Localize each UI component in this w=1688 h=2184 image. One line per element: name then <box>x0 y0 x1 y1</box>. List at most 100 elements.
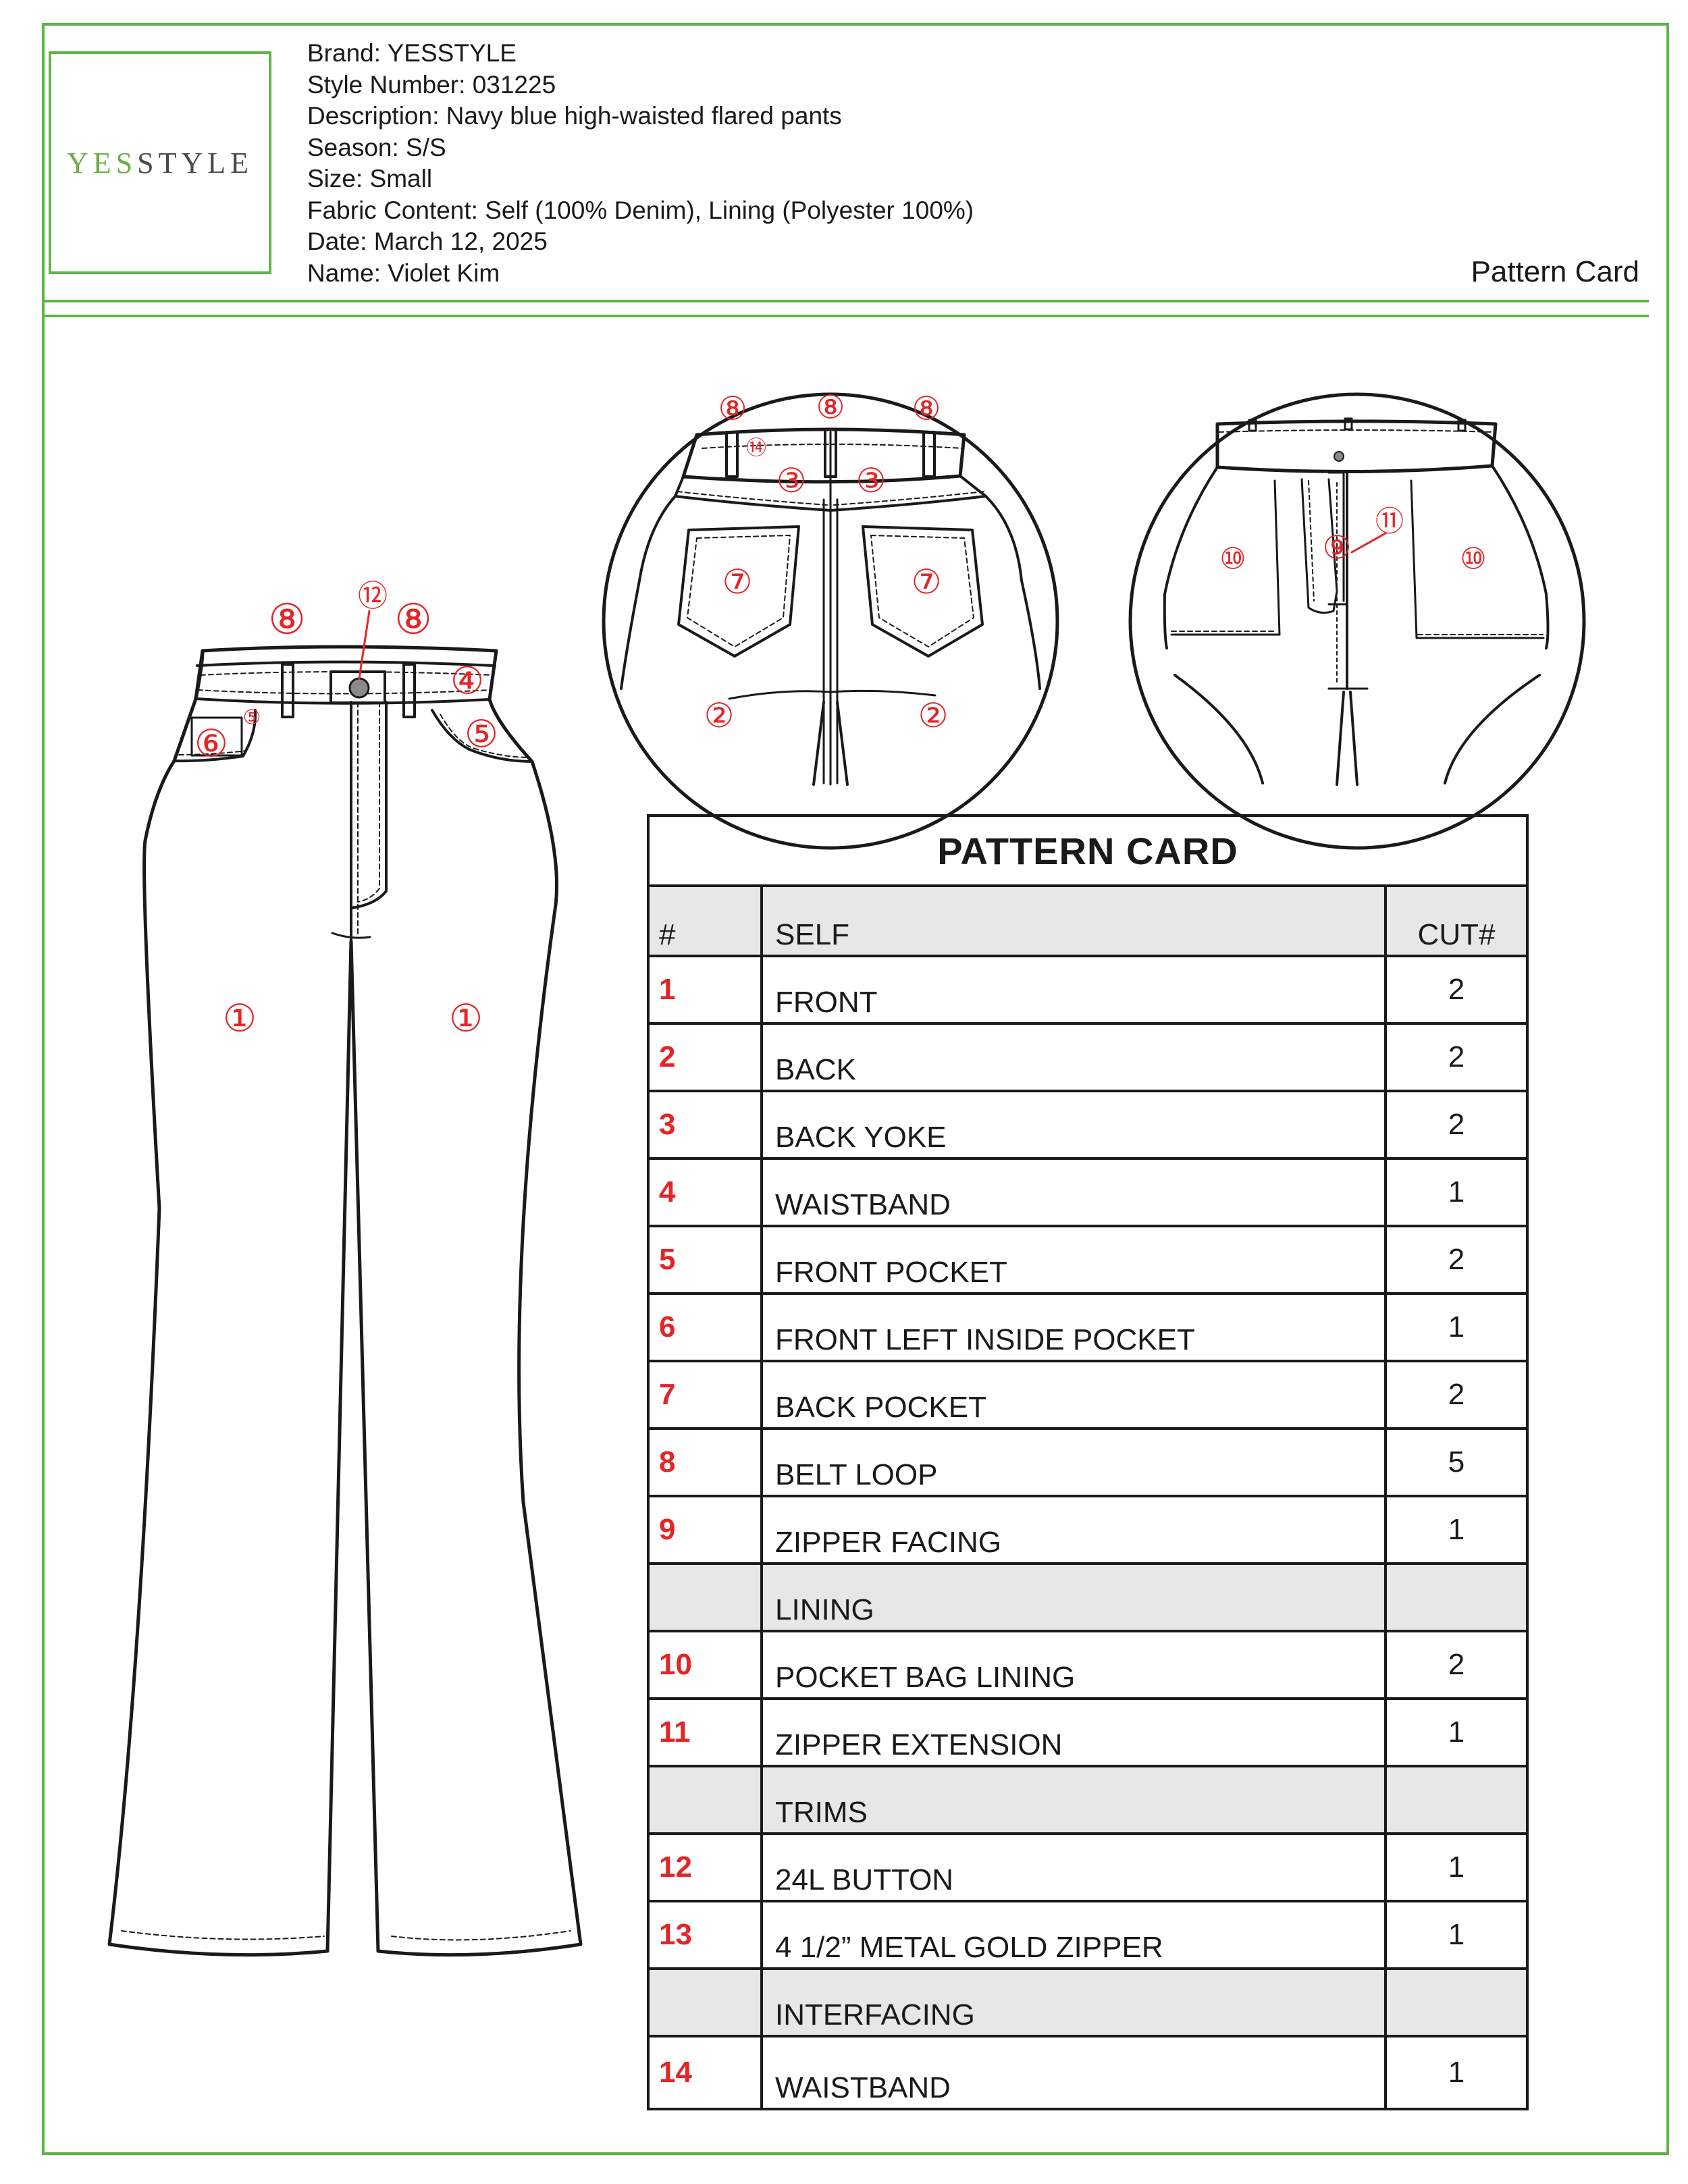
row-cut: 2 <box>1384 1360 1529 1430</box>
callout-inside-pocket: ⑥ <box>194 722 228 765</box>
row-cut: 2 <box>1384 955 1529 1025</box>
row-number: 9 <box>647 1495 763 1565</box>
row-cut: 1 <box>1384 1832 1529 1902</box>
row-name: WAISTBAND <box>760 2035 1387 2110</box>
row-cut: 1 <box>1384 1697 1529 1767</box>
row-number: 3 <box>647 1090 763 1160</box>
callout-front-pocket-small: ⑤ <box>243 707 261 729</box>
section-trims: TRIMS <box>647 1765 1529 1835</box>
callout-back-pocket-right: ⑦ <box>912 563 942 601</box>
row-name: WAISTBAND <box>760 1157 1387 1227</box>
callout-belt-loop-right: ⑧ <box>394 597 432 643</box>
size-line: Size: Small <box>307 165 433 192</box>
row-number: 11 <box>647 1697 763 1767</box>
row-name: INTERFACING <box>760 1967 1387 2037</box>
row-cut: 1 <box>1384 1900 1529 1970</box>
row-cut: 5 <box>1384 1427 1529 1497</box>
table-cell <box>647 1765 763 1835</box>
row-cut: 1 <box>1384 2035 1529 2110</box>
row-name: FRONT LEFT INSIDE POCKET <box>760 1292 1387 1362</box>
callout-back-belt-loop-1: ⑧ <box>718 392 747 427</box>
row-number: 10 <box>647 1630 763 1700</box>
row-number: 14 <box>647 2035 763 2110</box>
table-cell <box>1384 1967 1529 2037</box>
spec-info: Brand: YESSTYLE Style Number: 031225 Des… <box>307 38 974 289</box>
row-name: 24L BUTTON <box>760 1832 1387 1902</box>
brand-line: Brand: YESSTYLE <box>307 39 517 67</box>
callout-back-yoke-left: ③ <box>776 462 807 500</box>
row-cut: 1 <box>1384 1495 1529 1565</box>
callout-front-pocket: ⑤ <box>465 713 498 755</box>
table-title: PATTERN CARD <box>647 814 1529 887</box>
callout-interfacing: ⑭ <box>746 437 766 460</box>
row-number: 7 <box>647 1360 763 1430</box>
row-number: 1 <box>647 955 763 1025</box>
table-cell <box>1384 1562 1529 1632</box>
brand-logo: YESSTYLE <box>49 51 271 274</box>
callout-zipper-extension: ⑪ <box>1375 506 1404 537</box>
table-cell <box>647 1562 763 1632</box>
callout-pocket-bag-left: ⑩ <box>1219 543 1246 576</box>
row-cut: 2 <box>1384 1630 1529 1700</box>
row-cut: 1 <box>1384 1292 1529 1362</box>
row-number: 6 <box>647 1292 763 1362</box>
row-name: BACK POCKET <box>760 1360 1387 1430</box>
table-cell <box>647 1967 763 2037</box>
row-name: FRONT POCKET <box>760 1225 1387 1295</box>
section-lining: LINING <box>647 1562 1529 1632</box>
row-name: POCKET BAG LINING <box>760 1630 1387 1700</box>
row-number: 5 <box>647 1225 763 1295</box>
row-number: 13 <box>647 1900 763 1970</box>
callout-back-belt-loop-2: ⑧ <box>816 390 845 426</box>
row-cut: 2 <box>1384 1090 1529 1160</box>
callout-zipper-facing: ⑨ <box>1322 531 1351 566</box>
name-line: Name: Violet Kim <box>307 259 500 287</box>
callout-pocket-bag-right: ⑩ <box>1460 543 1486 576</box>
row-name: 4 1/2” METAL GOLD ZIPPER <box>760 1900 1387 1970</box>
row-number: 4 <box>647 1157 763 1227</box>
row-name: LINING <box>760 1562 1387 1632</box>
inside-detail <box>1163 417 1550 786</box>
season-line: Season: S/S <box>307 133 446 161</box>
row-name: BACK <box>760 1022 1387 1092</box>
row-name: BACK YOKE <box>760 1090 1387 1160</box>
row-cut: 1 <box>1384 1157 1529 1227</box>
header-num: # <box>647 884 763 957</box>
callout-back-belt-loop-3: ⑧ <box>912 392 941 427</box>
callout-markers: ① ① ④ ⑤ ⑤ ⑥ ⑧ ⑧ ⑫ ⑧ ⑧ ⑧ ⑭ ③ ③ ⑦ ⑦ ② ② ⑩ … <box>194 390 1487 1040</box>
date-line: Date: March 12, 2025 <box>307 228 548 255</box>
row-name: ZIPPER EXTENSION <box>760 1697 1387 1767</box>
row-number: 12 <box>647 1832 763 1902</box>
row-number: 2 <box>647 1022 763 1092</box>
header-self: SELF <box>760 884 1387 957</box>
table-cell <box>1384 1765 1529 1835</box>
table-header: # SELF CUT# <box>647 884 1529 957</box>
row-name: TRIMS <box>760 1765 1387 1835</box>
section-interfacing: INTERFACING <box>647 1967 1529 2037</box>
style-number-line: Style Number: 031225 <box>307 70 556 99</box>
callout-button: ⑫ <box>358 580 388 613</box>
row-name: FRONT <box>760 955 1387 1025</box>
page-border <box>42 23 1669 2155</box>
header-divider-top <box>42 300 1649 302</box>
callout-back-yoke-right: ③ <box>856 462 887 500</box>
button-icon <box>348 677 370 699</box>
header-divider-bottom <box>42 315 1649 317</box>
callout-back-left: ② <box>704 697 735 735</box>
row-name: ZIPPER FACING <box>760 1495 1387 1565</box>
row-cut: 2 <box>1384 1225 1529 1295</box>
description-line: Description: Navy blue high-waisted flar… <box>307 102 842 130</box>
